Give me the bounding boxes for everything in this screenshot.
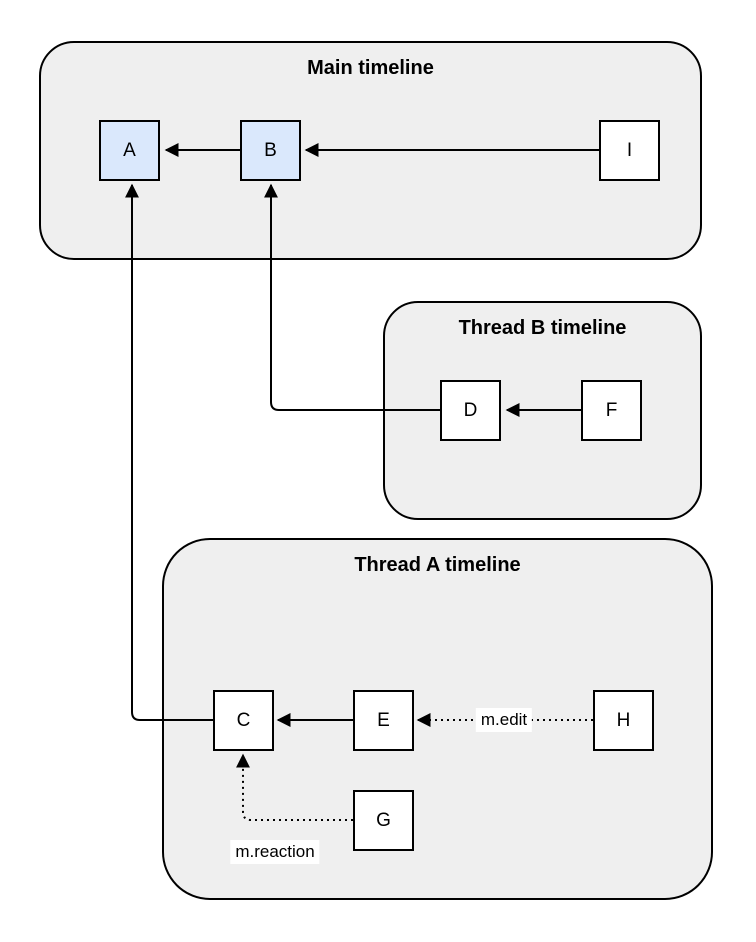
node-h-label: H [616, 709, 631, 731]
node-a-label: A [123, 139, 136, 161]
node-a: A [99, 120, 160, 181]
node-e-label: E [377, 709, 390, 731]
node-i-label: I [626, 139, 633, 161]
node-f: F [581, 380, 642, 441]
container-thread-b-timeline: Thread B timeline [383, 301, 702, 520]
node-c: C [213, 690, 274, 751]
node-f-label: F [605, 399, 618, 421]
container-thread-a-timeline-title: Thread A timeline [354, 554, 521, 576]
node-g-label: G [376, 809, 391, 831]
node-d: D [440, 380, 501, 441]
container-thread-b-timeline-title: Thread B timeline [458, 317, 627, 339]
node-d-label: D [463, 399, 478, 421]
node-i: I [599, 120, 660, 181]
node-h: H [593, 690, 654, 751]
container-main-timeline-title: Main timeline [307, 57, 434, 79]
edge-label-m-edit: m.edit [475, 708, 533, 732]
node-b: B [240, 120, 301, 181]
node-g: G [353, 790, 414, 851]
node-c-label: C [236, 709, 251, 731]
node-e: E [353, 690, 414, 751]
edge-label-m-reaction: m.reaction [230, 840, 320, 864]
node-b-label: B [264, 139, 277, 161]
